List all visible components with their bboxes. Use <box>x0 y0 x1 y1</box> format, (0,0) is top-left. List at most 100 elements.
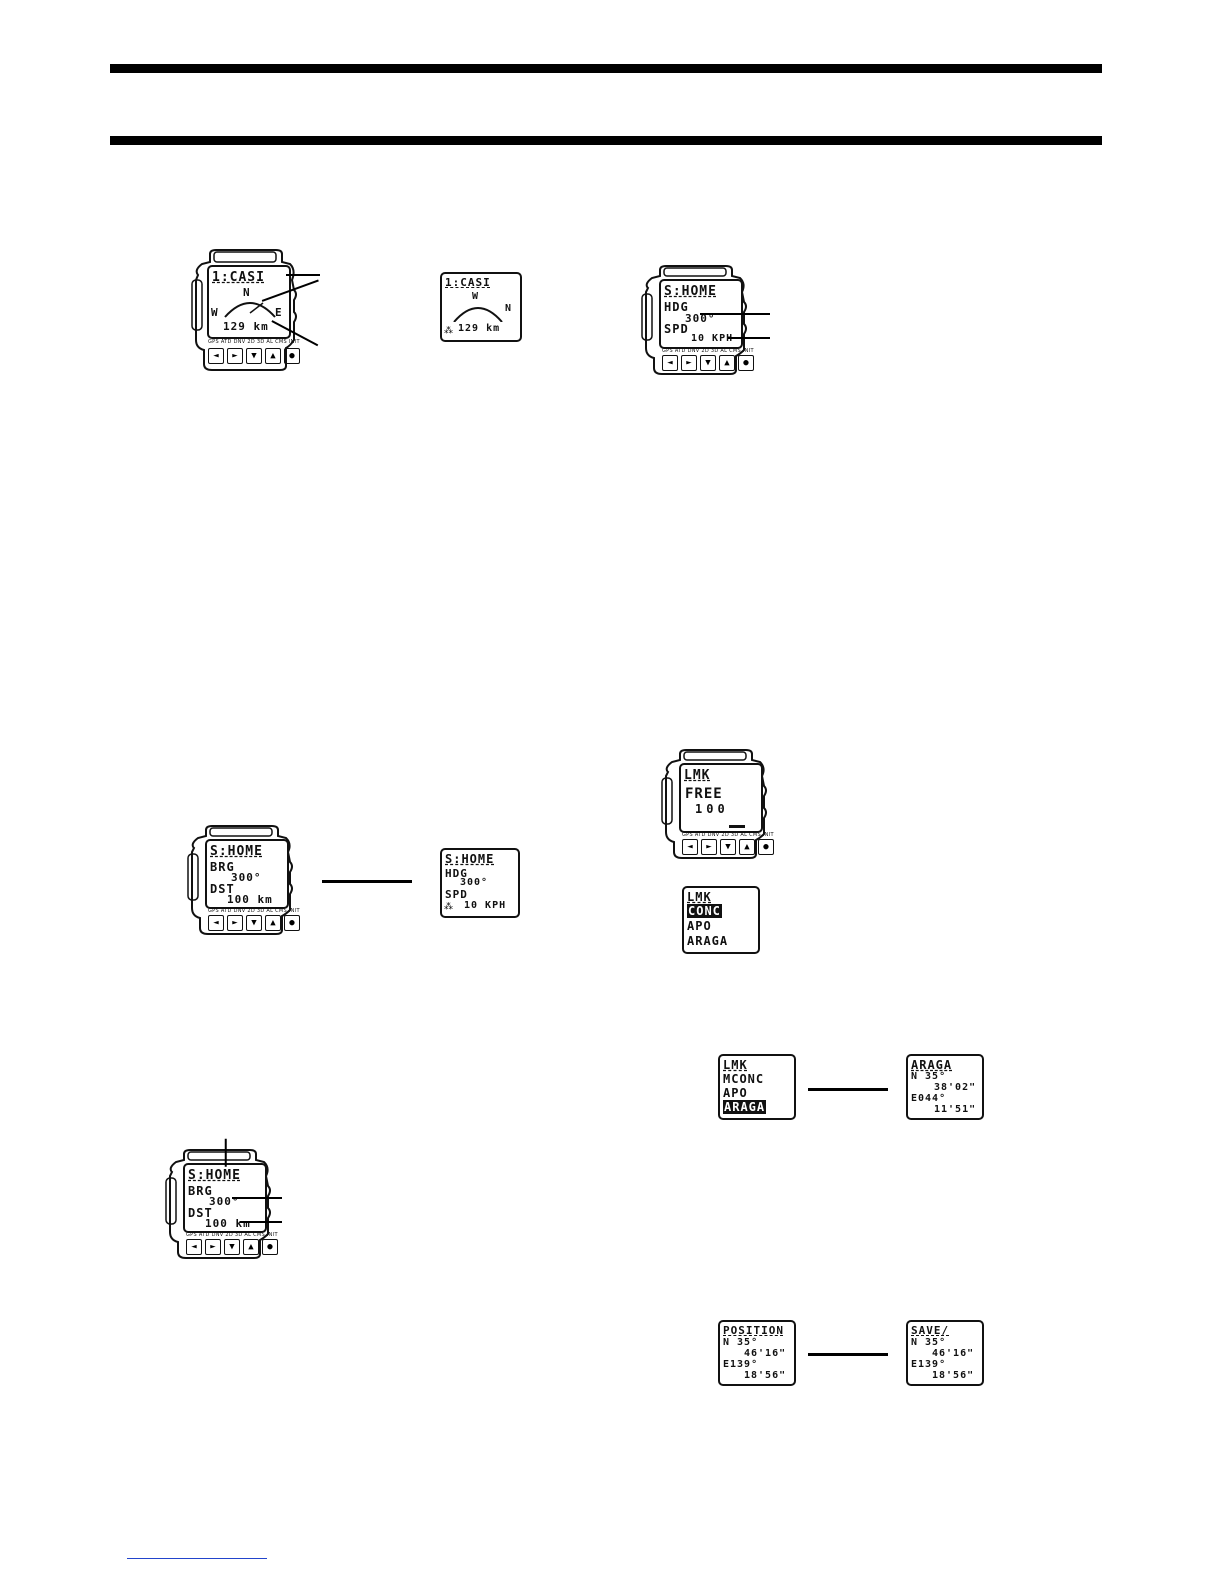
small-landmark-list-2: LMK MCONC APO ARAGA <box>718 1054 796 1120</box>
distance-label: DST <box>188 1206 213 1220</box>
right-button[interactable]: ► <box>701 839 717 855</box>
mode-strip: GPS ATD DNV 2D 3D AL CMS INIT <box>186 1232 278 1238</box>
list-item[interactable]: APO <box>723 1086 748 1100</box>
list-item[interactable]: MCONC <box>723 1072 765 1086</box>
small-position-display: POSITION N 35° 46'16" E139° 18'56" <box>718 1320 796 1386</box>
mode-indicator-bar <box>729 825 745 828</box>
landmark-name: S:HOME <box>445 852 495 866</box>
watch-compass-display: 1:CASI N W E 129 km GPS ATD DNV 2D 3D AL… <box>190 249 300 371</box>
longitude-minutes: 11'51" <box>934 1104 977 1115</box>
free-label: FREE <box>685 786 723 802</box>
mode-title: LMK <box>684 768 711 783</box>
watch-home-heading: S:HOME HDG 300° SPD 10 KPH GPS ATD DNV 2… <box>640 265 754 376</box>
latitude-minutes: 46'16" <box>744 1348 787 1359</box>
speed-label: SPD <box>664 322 689 336</box>
lcd-screen: 1:CASI N W E 129 km <box>207 265 291 339</box>
callout-line <box>225 1138 227 1167</box>
speed-value: 10 KPH <box>691 333 734 344</box>
landmark-name: S:HOME <box>188 1168 241 1183</box>
lcd-screen: LMK FREE 100 <box>679 763 763 833</box>
right-button[interactable]: ► <box>227 348 243 364</box>
callout-line <box>232 1197 282 1199</box>
callout-line <box>240 1221 282 1223</box>
latitude-degrees: N 35° <box>911 1337 947 1348</box>
right-button[interactable]: ► <box>205 1239 221 1255</box>
lcd-screen: S:HOME BRG 300° DST 100 km <box>205 839 289 909</box>
down-button[interactable]: ▼ <box>246 348 262 364</box>
heading-label: HDG <box>445 867 468 880</box>
distance-value: 100 km <box>205 1217 251 1230</box>
transition-line <box>322 880 412 883</box>
heading-value: 300° <box>685 312 716 325</box>
mode-strip: GPS ATD DNV 2D 3D AL CMS INIT <box>208 908 300 914</box>
up-button[interactable]: ▲ <box>719 355 735 371</box>
list-item[interactable]: ARAGA <box>687 934 729 948</box>
gps-signal-icon: ⁂ <box>444 326 453 336</box>
list-item[interactable]: APO <box>687 919 712 933</box>
compass-arc <box>453 307 503 322</box>
select-button[interactable]: ● <box>284 348 300 364</box>
distance-value: 100 km <box>227 893 273 906</box>
longitude-degrees: E139° <box>911 1359 947 1370</box>
select-button[interactable]: ● <box>284 915 300 931</box>
up-button[interactable]: ▲ <box>243 1239 259 1255</box>
longitude-degrees: E044° <box>911 1093 947 1104</box>
link-underline <box>127 1558 267 1559</box>
down-button[interactable]: ▼ <box>246 915 262 931</box>
latitude-degrees: N 35° <box>723 1337 759 1348</box>
compass-east: E <box>275 306 283 319</box>
distance-readout: 129 km <box>223 320 269 333</box>
mode-strip: GPS ATD DNV 2D 3D AL CMS INIT <box>682 832 774 838</box>
free-count: 100 <box>695 802 729 816</box>
mode-strip: GPS ATD DNV 2D 3D AL CMS INIT <box>662 348 754 354</box>
mode-title: LMK <box>687 890 712 904</box>
up-button[interactable]: ▲ <box>265 915 281 931</box>
selected-landmark[interactable]: CONC <box>687 904 722 918</box>
distance-label: DST <box>210 882 235 896</box>
select-button[interactable]: ● <box>262 1239 278 1255</box>
bearing-label: BRG <box>188 1184 213 1198</box>
compass-right-letter: N <box>505 303 513 314</box>
select-button[interactable]: ● <box>738 355 754 371</box>
speed-value: 10 KPH <box>464 900 507 911</box>
small-landmark-coordinates: ARAGA N 35° 38'02" E044° 11'51" <box>906 1054 984 1120</box>
button-row: ◄ ► ▼ ▲ ● <box>662 355 754 371</box>
left-button[interactable]: ◄ <box>662 355 678 371</box>
latitude-minutes: 38'02" <box>934 1082 977 1093</box>
landmark-name: 1:CASI <box>445 276 491 289</box>
down-button[interactable]: ▼ <box>720 839 736 855</box>
heading-letter: N <box>243 286 251 299</box>
right-button[interactable]: ► <box>681 355 697 371</box>
up-button[interactable]: ▲ <box>265 348 281 364</box>
button-row: ◄ ► ▼ ▲ ● <box>682 839 774 855</box>
left-button[interactable]: ◄ <box>208 915 224 931</box>
gps-signal-icon: ⁂ <box>444 902 453 912</box>
down-button[interactable]: ▼ <box>700 355 716 371</box>
latitude-minutes: 46'16" <box>932 1348 975 1359</box>
right-button[interactable]: ► <box>227 915 243 931</box>
list-item-selected: ARAGA <box>723 1100 767 1114</box>
selected-landmark[interactable]: ARAGA <box>723 1100 767 1114</box>
longitude-degrees: E139° <box>723 1359 759 1370</box>
button-row: ◄ ► ▼ ▲ ● <box>208 915 300 931</box>
up-button[interactable]: ▲ <box>739 839 755 855</box>
small-save-display: SAVE/ N 35° 46'16" E139° 18'56" <box>906 1320 984 1386</box>
bearing-value: 300° <box>209 1195 240 1208</box>
small-compass-display: 1:CASI W N 129 km ⁂ <box>440 272 522 342</box>
watch-home-bearing: S:HOME BRG 300° DST 100 km GPS ATD DNV 2… <box>186 825 300 936</box>
callout-line <box>286 274 320 276</box>
left-button[interactable]: ◄ <box>186 1239 202 1255</box>
landmark-name: S:HOME <box>210 844 263 859</box>
compass-arc <box>224 302 276 318</box>
position-title: POSITION <box>723 1324 784 1337</box>
top-rule <box>110 64 1102 73</box>
landmark-name: 1:CASI <box>212 270 265 285</box>
longitude-minutes: 18'56" <box>744 1370 787 1381</box>
small-landmark-list: LMK CONC APO ARAGA <box>682 886 760 954</box>
left-button[interactable]: ◄ <box>682 839 698 855</box>
select-button[interactable]: ● <box>758 839 774 855</box>
transition-line <box>808 1353 888 1356</box>
left-button[interactable]: ◄ <box>208 348 224 364</box>
longitude-minutes: 18'56" <box>932 1370 975 1381</box>
down-button[interactable]: ▼ <box>224 1239 240 1255</box>
